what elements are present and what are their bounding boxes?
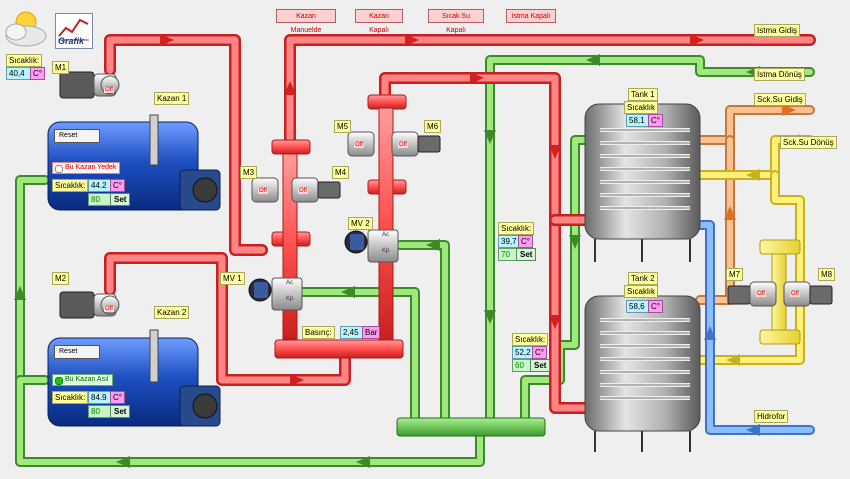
motor-m7-label: M7 xyxy=(726,268,744,281)
pump-m4-state: Off xyxy=(298,188,308,194)
heating-return-label: Istma Dönüş xyxy=(754,68,805,81)
heating-supply-label: Istma Gidiş xyxy=(754,24,801,37)
tank-1-title: Tank 1 xyxy=(628,88,658,101)
motor-m5-label: M5 xyxy=(334,120,352,133)
outdoor-temp-label: Sıcaklık: xyxy=(6,54,43,67)
boiler-1-status: Bu Kazan Yedek xyxy=(52,162,121,174)
boiler-2-vessel xyxy=(47,329,221,427)
pump-m6-state: Off xyxy=(398,142,408,148)
motor-m3-label: M3 xyxy=(240,166,258,179)
tank-2-temp-label: Sıcaklık xyxy=(624,285,659,298)
pump-m7[interactable] xyxy=(727,281,777,307)
pressure-unit: Bar xyxy=(362,326,381,339)
boiler-1-setpoint[interactable]: 80 xyxy=(88,193,112,206)
hot-water-pipes xyxy=(695,105,815,435)
pump-m8-state: Off xyxy=(790,291,800,297)
heating-set-button[interactable]: Set xyxy=(516,248,537,261)
motor-m1-label: M1 xyxy=(52,61,70,74)
heating-temp-label: Sıcaklık: xyxy=(498,222,535,235)
chart-icon-button[interactable]: Grafik xyxy=(55,13,93,49)
valve-mv1-label: MV 1 xyxy=(220,272,245,285)
tank-2-temp-unit: C° xyxy=(648,300,663,313)
grafik-label: Grafik xyxy=(58,36,85,46)
pressure-label: Basınç: xyxy=(302,326,335,339)
pump-m7-state: Off xyxy=(756,291,766,297)
tank-2-title: Tank 2 xyxy=(628,272,658,285)
boiler-2-status: Bu Kazan Asıl xyxy=(52,374,113,386)
outdoor-temp-unit: C° xyxy=(30,67,45,80)
boiler-2-temp-unit: C° xyxy=(110,391,125,404)
boiler-2-setpoint[interactable]: 80 xyxy=(88,405,112,418)
alarm-heating-off[interactable]: Istma Kapalı xyxy=(506,9,556,23)
tank-2-vessel xyxy=(584,295,701,452)
boiler-2-set-button[interactable]: Set xyxy=(110,405,131,418)
status-dot-icon xyxy=(55,165,63,173)
hot-water-temp-label: Sıcaklık: xyxy=(512,333,549,346)
alarm-boiler-manual[interactable]: Kazan Manuelde xyxy=(276,9,336,34)
boiler-2-temp-label: Sıcaklık: xyxy=(52,391,89,404)
hw-supply-label: Sck.Su Gidiş xyxy=(754,93,806,106)
weather-icon xyxy=(5,11,47,47)
alarm-hot-water-off[interactable]: Sıcak Su Kapalı xyxy=(428,9,484,34)
heating-setpoint[interactable]: 70 xyxy=(498,248,518,261)
valve-mv2-close: Kp xyxy=(382,248,390,254)
motor-m2-label: M2 xyxy=(52,272,70,285)
boiler-1-set-button[interactable]: Set xyxy=(110,193,131,206)
valve-mv2[interactable] xyxy=(344,229,399,263)
hydrofor-label: Hidrofor xyxy=(754,410,789,423)
valve-mv1[interactable] xyxy=(248,277,303,311)
valve-mv1-close: Kp xyxy=(286,296,294,302)
supply-pipes xyxy=(104,34,816,414)
boiler-2-reset-button[interactable]: Reset xyxy=(54,345,100,359)
pump-m1-state: Off xyxy=(104,87,114,93)
valve-mv2-label: MV 2 xyxy=(348,217,373,230)
tank-1-vessel xyxy=(584,103,701,262)
motor-m4-label: M4 xyxy=(332,166,350,179)
pump-m5-state: Off xyxy=(354,142,364,148)
line-chart-icon xyxy=(58,18,89,41)
heating-temp-unit: C° xyxy=(518,235,533,248)
pump-m8[interactable] xyxy=(783,281,833,307)
boiler-1-title: Kazan 1 xyxy=(154,92,190,105)
pump-m2-state: Off xyxy=(104,306,114,312)
boiler-1-temp-label: Sıcaklık: xyxy=(52,179,89,192)
boiler-1-reset-button[interactable]: Reset xyxy=(54,129,100,143)
tank-1-temp-label: Sıcaklık xyxy=(624,101,659,114)
hw-return-label: Sck.Su Dönüş xyxy=(780,136,837,149)
status-dot-icon xyxy=(55,377,63,385)
valve-mv1-open: Ac xyxy=(286,280,294,286)
pump-m2[interactable] xyxy=(59,291,120,319)
valve-mv2-open: Ac xyxy=(382,232,390,238)
pump-m3-state: Off xyxy=(258,188,268,194)
alarm-boiler-off[interactable]: Kazan Kapalı xyxy=(355,9,403,34)
boiler-1-temp-value: 44.2 xyxy=(88,179,116,192)
boiler-2-title: Kazan 2 xyxy=(154,306,190,319)
tank-1-temp-unit: C° xyxy=(648,114,663,127)
return-collector xyxy=(396,417,546,437)
motor-m6-label: M6 xyxy=(424,120,442,133)
boiler-1-temp-unit: C° xyxy=(110,179,125,192)
motor-m8-label: M8 xyxy=(818,268,836,281)
pump-m1[interactable] xyxy=(59,71,120,99)
return-pipes xyxy=(15,55,815,467)
hot-water-setpoint[interactable]: 60 xyxy=(512,359,532,372)
hot-water-temp-unit: C° xyxy=(532,346,547,359)
hot-water-set-button[interactable]: Set xyxy=(530,359,551,372)
